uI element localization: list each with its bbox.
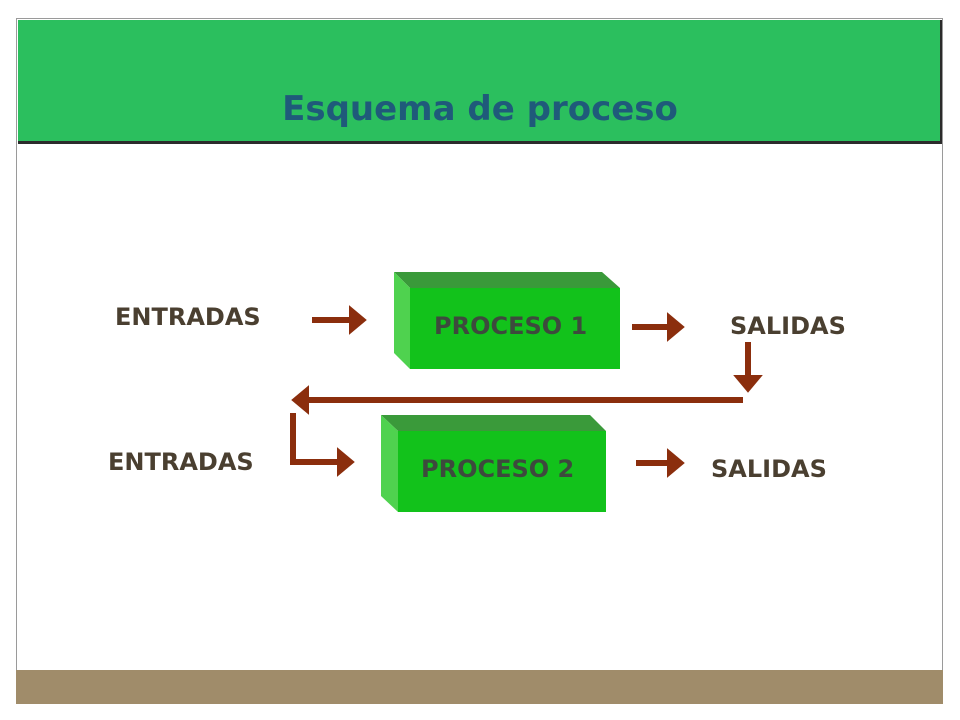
proceso-1-label: PROCESO 1 <box>434 312 588 340</box>
process-box-1 <box>394 272 620 369</box>
process-box-2-top <box>381 415 606 431</box>
process-box-2-front <box>398 431 606 512</box>
process-box-2 <box>381 415 606 512</box>
process-box-1-side <box>394 272 410 369</box>
footer-band <box>16 670 943 704</box>
process-box-1-front <box>410 288 620 369</box>
title-band <box>18 20 942 144</box>
slide-title: Esquema de proceso <box>282 89 678 129</box>
proceso-2-label: PROCESO 2 <box>421 455 575 483</box>
entradas-label-1: ENTRADAS <box>115 303 261 331</box>
process-box-1-top <box>394 272 620 288</box>
process-box-2-side <box>381 415 398 512</box>
salidas-label-1: SALIDAS <box>730 312 846 340</box>
entradas-label-2: ENTRADAS <box>108 448 254 476</box>
salidas-label-2: SALIDAS <box>711 455 827 483</box>
